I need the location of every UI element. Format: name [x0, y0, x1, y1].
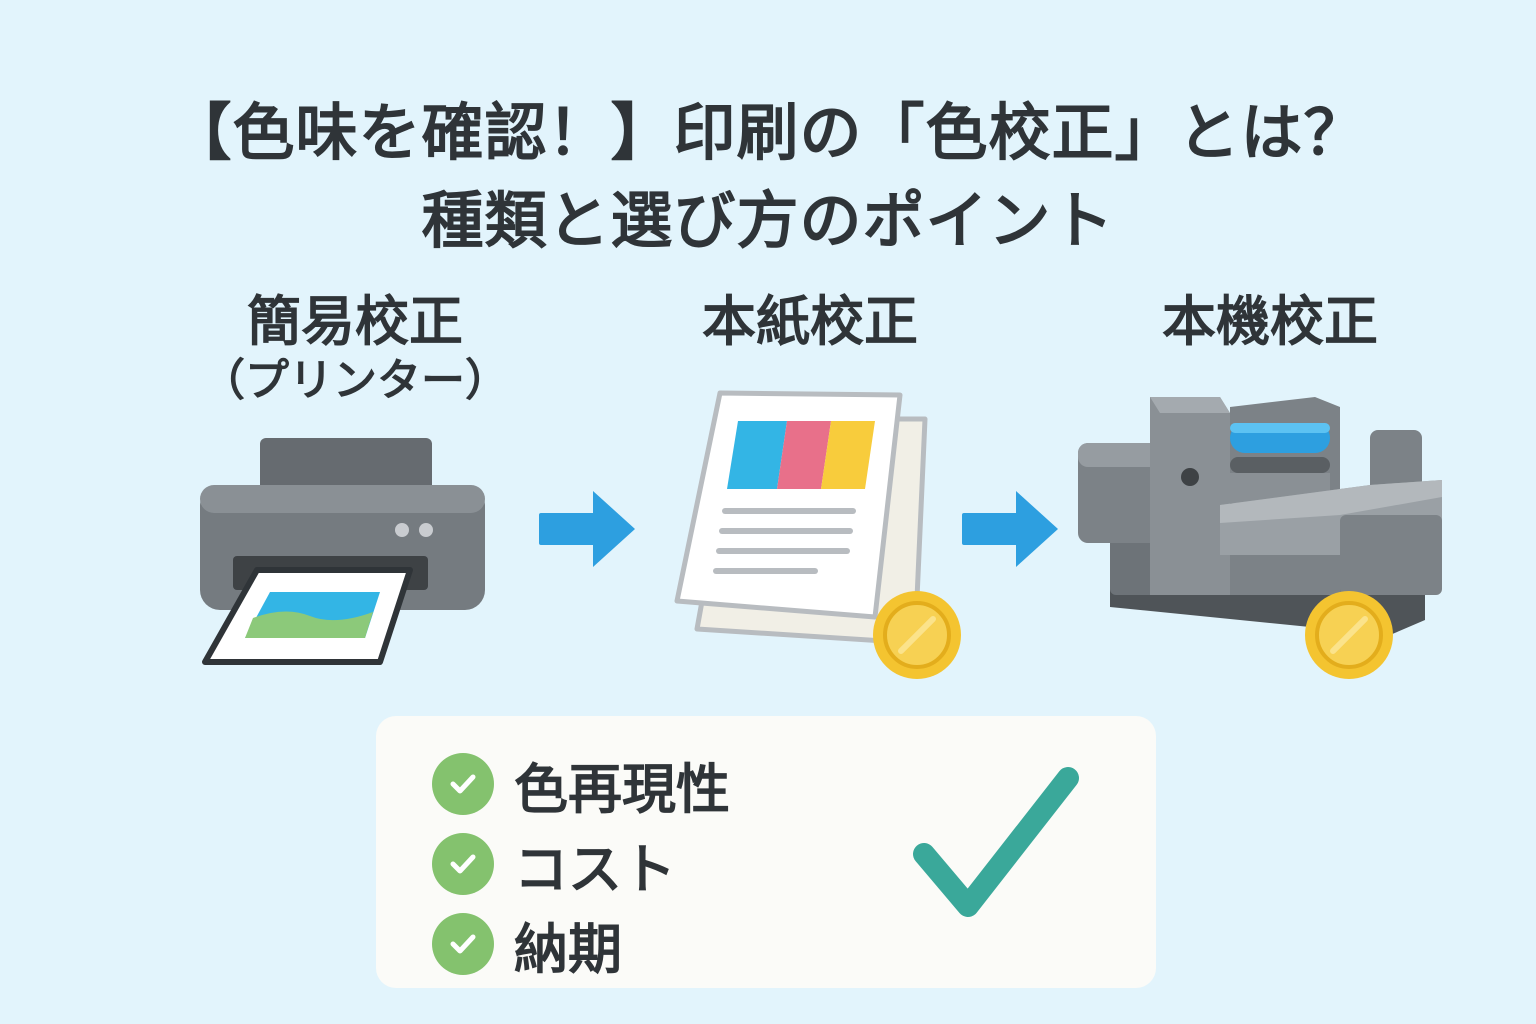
criteria-item-color-reproduction: 色再現性 — [432, 744, 730, 824]
criteria-list: 色再現性 コスト 納期 — [432, 744, 730, 984]
page-title-line-1: 【色味を確認！】印刷の「色校正」とは？ — [169, 96, 1367, 169]
big-checkmark-icon — [913, 767, 1079, 917]
criteria-item-delivery: 納期 — [432, 904, 730, 984]
check-circle-icon — [432, 913, 494, 975]
selection-criteria-panel: 色再現性 コスト 納期 — [376, 716, 1156, 988]
proof-type-paper-label: 本紙校正 — [702, 290, 918, 353]
arrow-right-icon — [539, 491, 635, 567]
check-circle-icon — [432, 753, 494, 815]
printer-icon — [200, 438, 485, 665]
coin-icon — [873, 591, 961, 679]
criteria-label: コスト — [514, 837, 676, 901]
proof-type-paper: 本紙校正 — [620, 290, 1000, 354]
criteria-item-cost: コスト — [432, 824, 730, 904]
proof-type-simple: 簡易校正 （プリンター） — [160, 290, 550, 408]
paper-proof-icon — [674, 390, 961, 679]
page-title-line-2: 種類と選び方のポイント — [421, 184, 1115, 257]
arrow-right-icon — [962, 491, 1058, 567]
check-circle-icon — [432, 833, 494, 895]
proof-type-press-label: 本機校正 — [1162, 290, 1378, 353]
criteria-label: 色再現性 — [514, 757, 730, 821]
proof-type-press: 本機校正 — [1080, 290, 1460, 354]
proof-type-simple-label: 簡易校正 — [247, 290, 463, 353]
printing-press-icon — [1078, 397, 1442, 679]
coin-icon — [1305, 591, 1393, 679]
criteria-label: 納期 — [514, 917, 622, 981]
proof-type-simple-sublabel: （プリンター） — [201, 355, 509, 406]
